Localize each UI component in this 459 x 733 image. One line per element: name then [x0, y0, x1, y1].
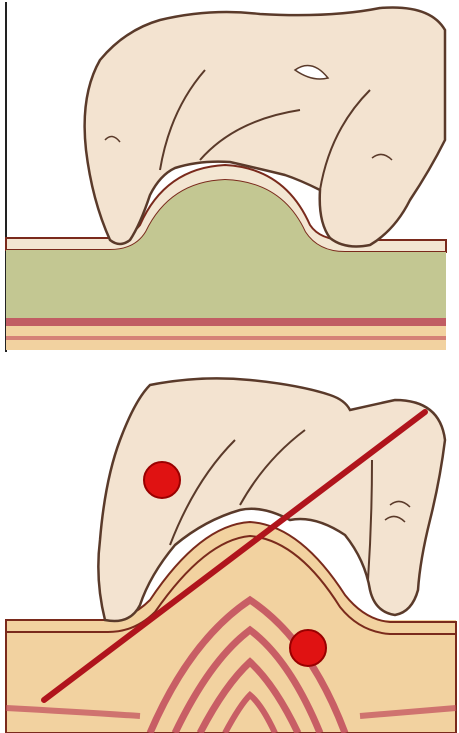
- bottom-panel: [6, 378, 456, 733]
- marker-dot-tissue: [290, 630, 326, 666]
- top-panel: [6, 2, 446, 352]
- fascia-band: [6, 318, 446, 326]
- marker-dot-hand: [144, 462, 180, 498]
- muscle-stripe: [6, 336, 446, 340]
